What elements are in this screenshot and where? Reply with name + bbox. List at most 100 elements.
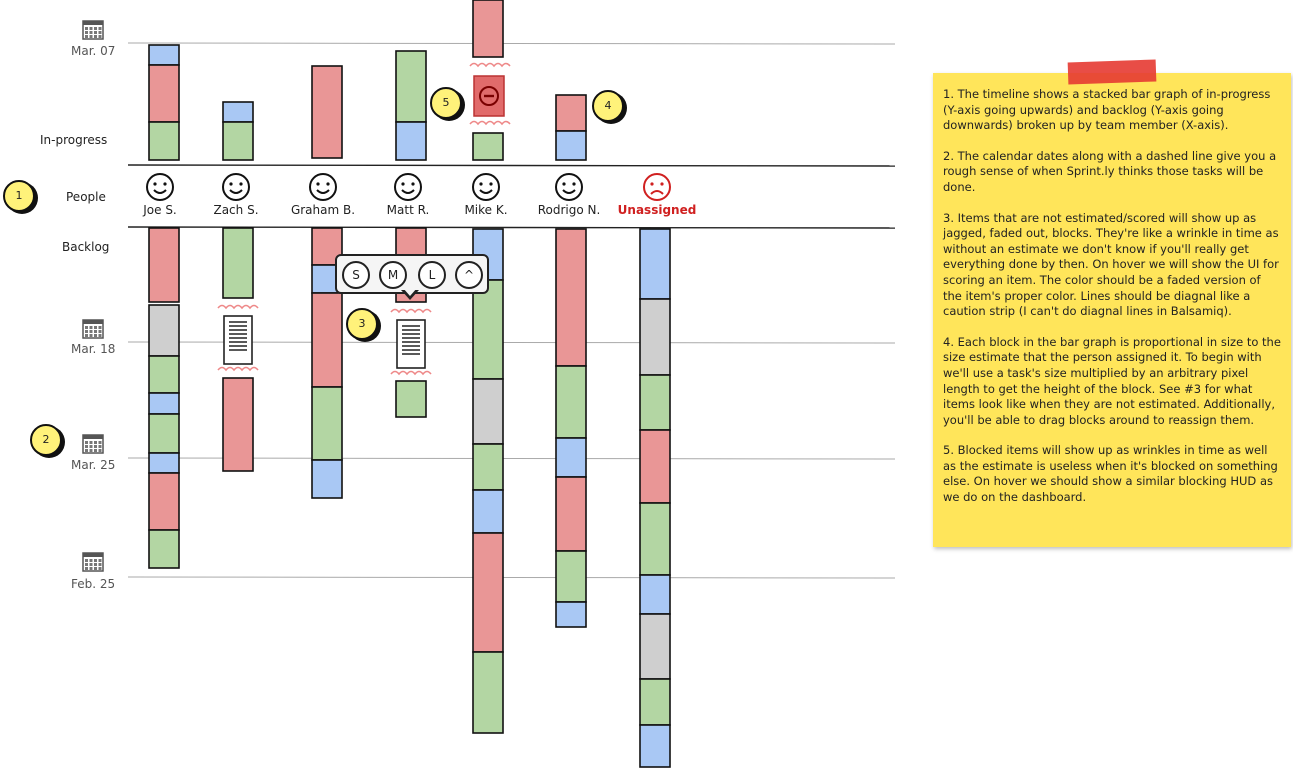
task-block [395, 121, 427, 161]
task-block [222, 377, 254, 472]
date-line [127, 42, 896, 45]
person-zach[interactable]: Zach S. [191, 172, 281, 217]
note-paragraph: 5. Blocked items will show up as wrinkle… [943, 443, 1278, 505]
task-block [311, 65, 343, 159]
date-line [127, 164, 896, 167]
task-block [639, 298, 671, 376]
smiley-face-icon [555, 173, 583, 201]
size-up-button[interactable]: ^ [455, 261, 483, 289]
task-block [472, 132, 504, 161]
task-block [222, 227, 254, 299]
date-label: Mar. 18 [71, 342, 116, 356]
person-mike[interactable]: Mike K. [441, 172, 531, 217]
task-block [395, 380, 427, 418]
person-matt[interactable]: Matt R. [363, 172, 453, 217]
task-block [472, 532, 504, 653]
sticky-note: 1. The timeline shows a stacked bar grap… [933, 59, 1291, 547]
task-block [148, 44, 180, 66]
note-text: 1. The timeline shows a stacked bar grap… [943, 87, 1283, 521]
person-name: Mike K. [464, 203, 508, 217]
task-block [148, 227, 180, 303]
date-label: Feb. 25 [71, 577, 116, 591]
person-name: Joe S. [143, 203, 177, 217]
smiley-face-icon [309, 173, 337, 201]
note-paragraph: 2. The calendar dates along with a dashe… [943, 148, 1277, 194]
smiley-face-icon [146, 173, 174, 201]
task-block [472, 0, 504, 58]
date-line [127, 226, 896, 229]
task-block [148, 304, 180, 357]
scoring-hud: S M L ^ [335, 254, 489, 300]
task-block [639, 374, 671, 431]
task-block [311, 386, 343, 461]
task-block [395, 50, 427, 123]
task-block [148, 355, 180, 394]
task-block [639, 574, 671, 615]
callout-marker: 5 [430, 87, 462, 119]
task-block [555, 130, 587, 161]
person-name: Graham B. [290, 203, 356, 217]
task-block [555, 550, 587, 603]
person-rodrigo[interactable]: Rodrigo N. [524, 172, 614, 217]
task-block [472, 279, 504, 380]
date-label: Mar. 07 [71, 44, 116, 58]
calendar-icon [82, 434, 104, 454]
date-line [127, 576, 896, 579]
in-progress-label: In-progress [40, 133, 108, 147]
task-block [555, 365, 587, 439]
smiley-face-icon [394, 173, 422, 201]
note-paragraph: 4. Each block in the bar graph is propor… [943, 334, 1281, 427]
callout-marker: 4 [592, 90, 624, 122]
smiley-face-icon [222, 173, 250, 201]
calendar-icon [82, 552, 104, 572]
size-small-button[interactable]: S [342, 261, 370, 289]
task-block [555, 94, 587, 132]
person-name: Matt R. [386, 203, 430, 217]
task-block [148, 452, 180, 474]
task-block [555, 228, 587, 367]
person-graham[interactable]: Graham B. [278, 172, 368, 217]
tape [1067, 59, 1157, 85]
size-medium-button[interactable]: M [379, 261, 407, 289]
blocked-block[interactable] [469, 62, 511, 126]
task-block [148, 121, 180, 161]
callout-marker: 3 [346, 308, 378, 340]
task-block [555, 601, 587, 628]
calendar-icon [82, 319, 104, 339]
backlog-label: Backlog [62, 240, 110, 254]
task-block [222, 101, 254, 123]
person-name: Rodrigo N. [537, 203, 601, 217]
task-block [222, 121, 254, 161]
date-line [127, 457, 896, 460]
task-block [148, 472, 180, 531]
task-block [472, 489, 504, 534]
task-block [639, 678, 671, 726]
sad-face-icon [643, 173, 671, 201]
person-joe[interactable]: Joe S. [115, 172, 205, 217]
task-block [311, 459, 343, 499]
note-paragraph: 1. The timeline shows a stacked bar grap… [943, 87, 1271, 133]
task-block [555, 476, 587, 552]
people-label: People [66, 190, 106, 204]
callout-marker: 2 [30, 424, 62, 456]
calendar-icon [82, 20, 104, 40]
task-block [148, 529, 180, 569]
task-block [639, 502, 671, 576]
person-name: Zach S. [213, 203, 259, 217]
task-block [639, 724, 671, 768]
task-block [311, 292, 343, 388]
task-block [148, 413, 180, 454]
person-unassigned[interactable]: Unassigned [612, 172, 702, 217]
unestimated-block[interactable] [217, 304, 259, 372]
task-block [472, 378, 504, 445]
task-block [555, 437, 587, 478]
task-block [639, 228, 671, 300]
unestimated-block[interactable] [390, 308, 432, 376]
task-block [472, 651, 504, 734]
date-label: Mar. 25 [71, 458, 116, 472]
hud-pointer-fill [403, 288, 417, 296]
smiley-face-icon [472, 173, 500, 201]
size-large-button[interactable]: L [418, 261, 446, 289]
person-name: Unassigned [617, 203, 697, 217]
